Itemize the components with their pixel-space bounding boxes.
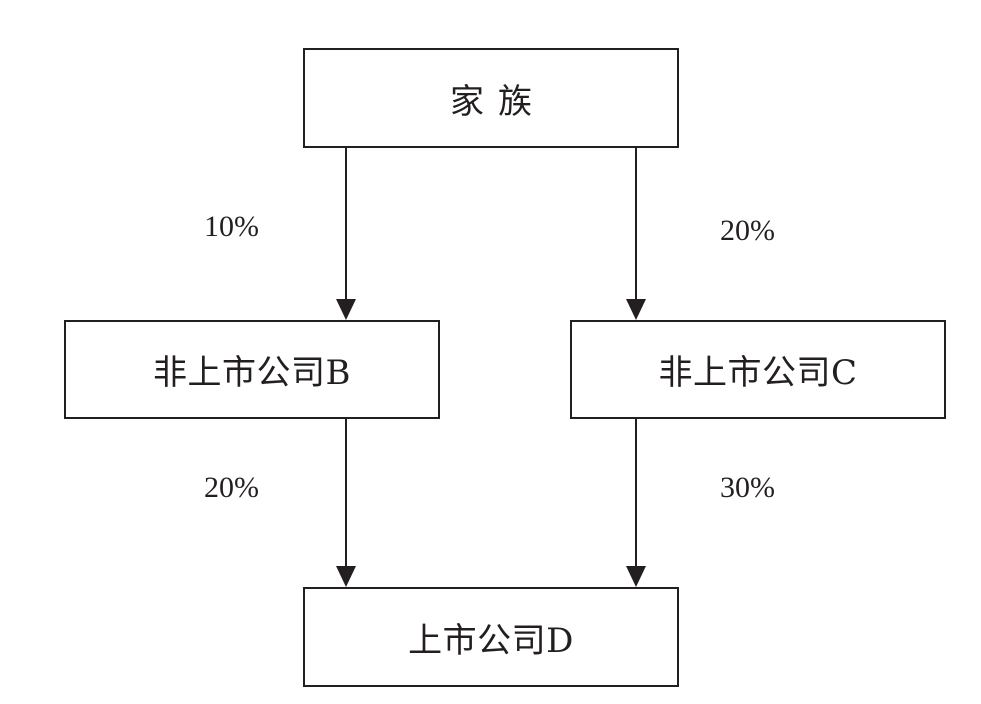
node-family-label: 家族 [450, 81, 546, 122]
arrowhead-family-to-b [336, 299, 356, 320]
node-company-c: 非上市公司C [570, 320, 946, 419]
edge-label-family-c: 20% [720, 214, 775, 247]
node-company-b: 非上市公司B [64, 320, 440, 419]
node-company-d-label: 上市公司D [408, 620, 574, 661]
arrowhead-b-to-d [336, 566, 356, 587]
arrowhead-c-to-d [626, 566, 646, 587]
node-family: 家族 [303, 48, 679, 148]
node-company-d: 上市公司D [303, 587, 679, 687]
node-company-c-label: 非上市公司C [658, 353, 858, 393]
arrowhead-family-to-c [626, 299, 646, 320]
edge-label-c-d: 30% [720, 471, 775, 504]
node-company-b-label: 非上市公司B [153, 353, 351, 393]
edge-label-family-b: 10% [204, 210, 259, 243]
edge-label-b-d: 20% [204, 471, 259, 504]
